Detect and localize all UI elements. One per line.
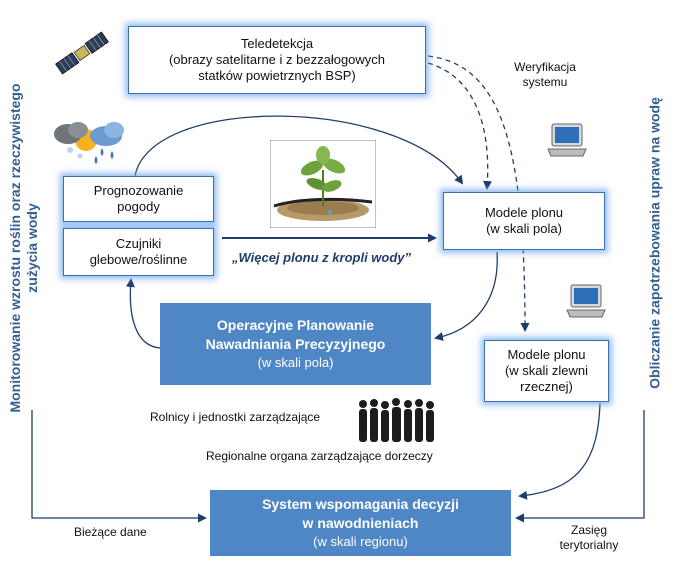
right-feedback-line <box>515 410 645 523</box>
territorial-range-label: Zasięg terytorialny <box>548 523 630 553</box>
weather-forecast-line1: Prognozowanie <box>93 183 184 198</box>
weather-to-model-arc <box>134 115 464 185</box>
laptop-icon <box>547 123 587 157</box>
teledetection-line1: Teledetekcja <box>240 36 314 51</box>
satellite-icon <box>55 31 109 75</box>
crop-model-basin-box: Modele plonu (w skali zlewni rzecznej) <box>484 340 609 402</box>
left-feedback-line <box>31 410 207 523</box>
teledetection-dashed-2 <box>427 55 530 332</box>
basin-to-dss-curve <box>518 402 601 500</box>
dss-subtitle: (w skali regionu) <box>313 534 408 549</box>
weather-forecast-line2: pogody <box>117 199 160 214</box>
dss-title2: w nawodnieniach <box>302 515 419 531</box>
current-data-label: Bieżące dane <box>74 525 147 539</box>
side-left-line2: zużycia wody <box>24 203 40 293</box>
precision-planning-title1: Operacyjne Planowanie <box>216 317 375 333</box>
precision-planning-box: Operacyjne Planowanie Nawadniania Precyz… <box>160 303 431 385</box>
verification-label: Weryfikacja systemu <box>500 60 590 90</box>
crop-model-basin-line2: (w skali zlewni <box>504 363 589 378</box>
crop-model-field-box: Modele plonu (w skali pola) <box>443 192 605 250</box>
precision-planning-title2: Nawadniania Precyzyjnego <box>205 336 386 352</box>
sensors-box: Czujniki glebowe/roślinne <box>63 228 214 276</box>
teledetection-dashed-1 <box>427 62 492 190</box>
precision-planning-subtitle: (w skali pola) <box>257 355 334 370</box>
crop-model-basin-line1: Modele plonu <box>507 347 586 362</box>
sensors-line1: Czujniki <box>115 236 162 251</box>
verification-line2: systemu <box>522 75 568 89</box>
regional-bodies-label: Regionalne organa zarządzające dorzeczy <box>206 449 433 463</box>
model-to-planning-curve <box>434 251 498 341</box>
side-left-line1: Monitorowanie wzrostu roślin oraz rzeczy… <box>7 83 23 413</box>
crop-model-field-line2: (w skali pola) <box>486 221 562 236</box>
weather-icon <box>54 122 124 164</box>
teledetection-line2: (obrazy satelitarne i z bezzałogowych <box>168 52 386 67</box>
weather-forecast-box: Prognozowanie pogody <box>63 176 214 222</box>
plant-drip-icon <box>270 140 376 228</box>
crop-model-field-line1: Modele plonu <box>484 205 564 220</box>
territorial-range-line2: terytorialny <box>559 538 619 552</box>
slogan: „Więcej plonu z kropli wody” <box>232 250 412 265</box>
teledetection-box: Teledetekcja (obrazy satelitarne i z bez… <box>128 26 426 94</box>
dss-title1: System wspomagania decyzji <box>262 496 459 512</box>
teledetection-line3: statków powietrznych BSP) <box>198 68 356 83</box>
sensors-line2: glebowe/roślinne <box>89 252 188 267</box>
verification-line1: Weryfikacja <box>514 60 576 74</box>
territorial-range-line1: Zasięg <box>570 523 608 537</box>
crop-model-basin-line3: rzecznej) <box>520 379 573 394</box>
side-right-text: Obliczanie zapotrzebowania upraw na wodę <box>646 97 663 389</box>
farmers-label: Rolnicy i jednostki zarządzające <box>150 410 321 424</box>
planning-to-sensors-curve <box>125 278 161 349</box>
laptop-icon <box>566 284 606 318</box>
people-group-icon <box>359 398 434 442</box>
dss-box: System wspomagania decyzji w nawodnienia… <box>210 490 511 556</box>
